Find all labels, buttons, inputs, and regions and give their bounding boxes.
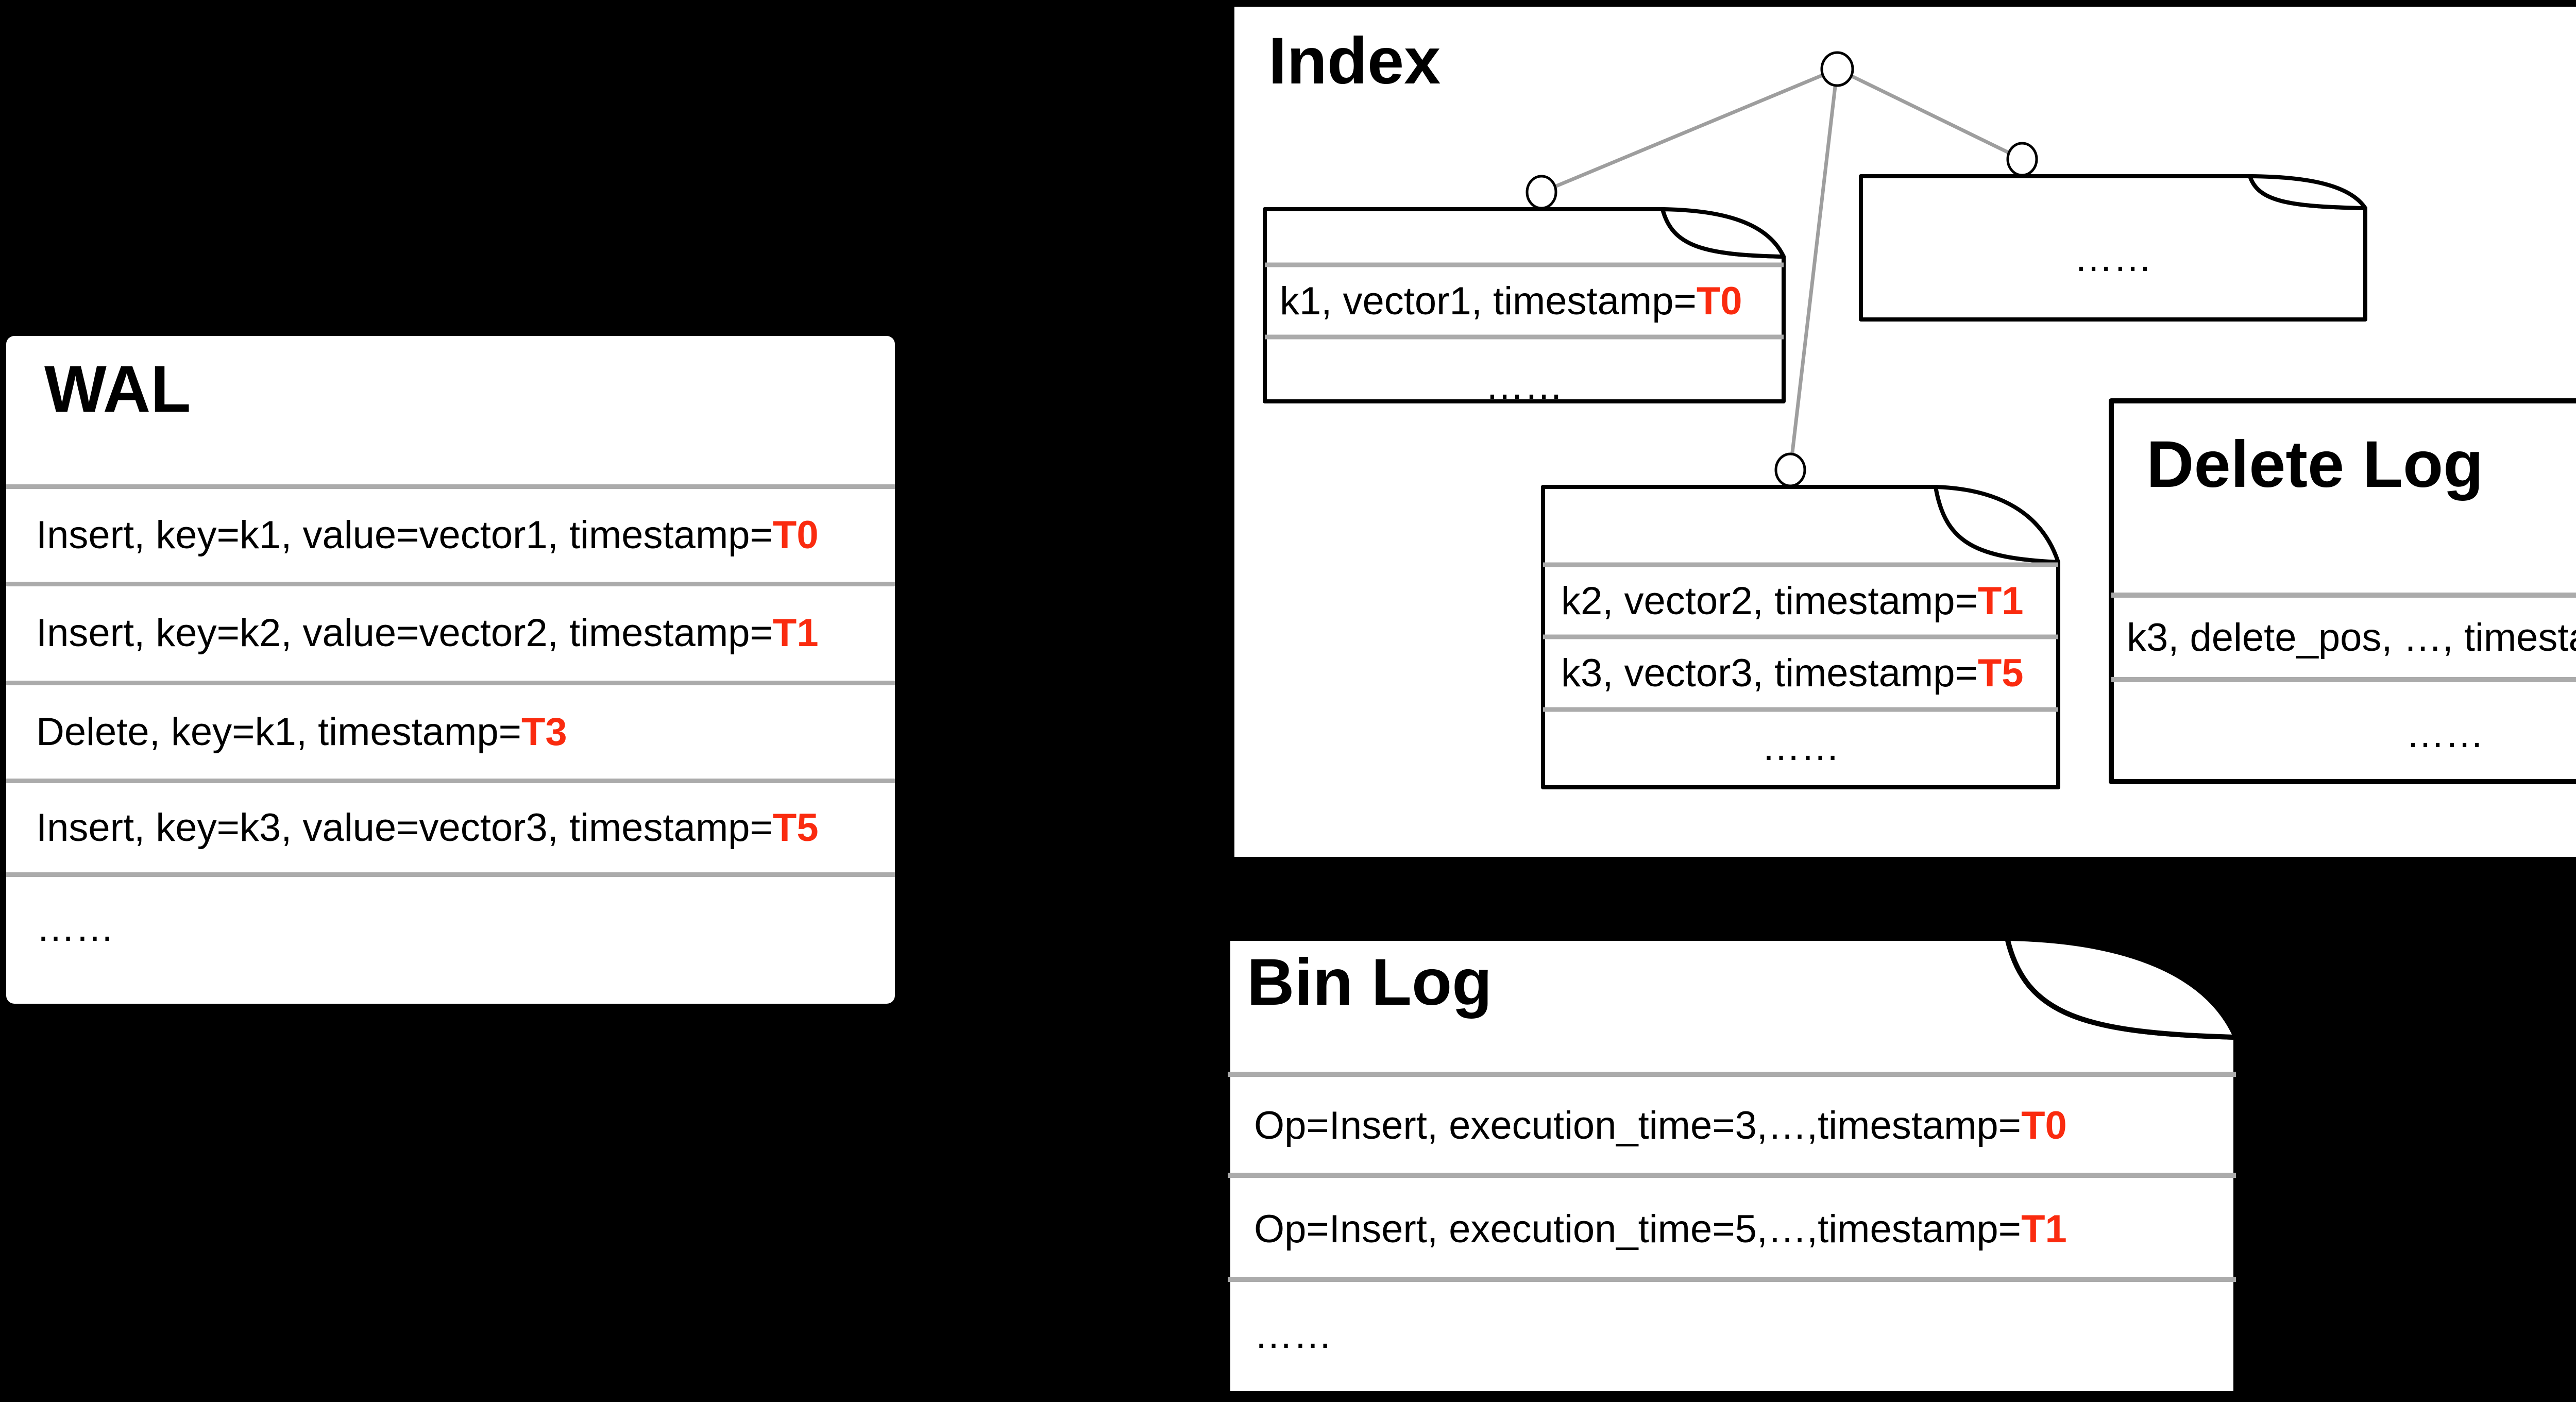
wal-separator [6, 484, 895, 489]
bin-log-title: Bin Log [1247, 945, 1493, 1019]
wal-separator [6, 779, 895, 783]
bin-log-row: Op=Insert, execution_time=3,…,timestamp=… [1254, 1087, 2228, 1164]
bin-log-row-text: …… [1254, 1312, 1332, 1357]
wal-row-text: Delete, key=k1, timestamp= [36, 710, 521, 754]
wal-row-timestamp: T1 [772, 611, 819, 655]
segment1-row: …… [1265, 347, 1784, 424]
segment-row-timestamp: T0 [1696, 279, 1742, 323]
wal-row-timestamp: T0 [772, 513, 819, 557]
segment3-row: k2, vector2, timestamp=T1 [1561, 562, 2045, 639]
wal-box [6, 336, 895, 1004]
segment1-row: k1, vector1, timestamp=T0 [1280, 262, 1769, 340]
wal-row: Delete, key=k1, timestamp=T3 [36, 693, 881, 770]
segment-row-text: k2, vector2, timestamp= [1561, 579, 1978, 623]
index-tree [1526, 51, 2038, 487]
segment-row-text: k3, vector3, timestamp= [1561, 651, 1978, 695]
segment-row-text: …… [1761, 724, 1840, 769]
tree-edge [1788, 69, 1839, 470]
tree-node-icon [1526, 175, 1557, 210]
segment-row-text: …… [1485, 363, 1564, 408]
wal-row-text: Insert, key=k3, value=vector3, timestamp… [36, 805, 773, 850]
wal-row: Insert, key=k1, value=vector1, timestamp… [36, 496, 881, 573]
wal-row-text: Insert, key=k2, value=vector2, timestamp… [36, 611, 773, 655]
bin-log-row-timestamp: T0 [2021, 1103, 2067, 1147]
index-title: Index [1268, 24, 1441, 98]
wal-row-timestamp: T3 [521, 710, 567, 754]
segment3-document-shape [1541, 485, 2060, 789]
segment2-document-shape [1859, 174, 2367, 322]
wal-row: …… [36, 889, 881, 966]
tree-node-icon [2006, 142, 2038, 177]
delete-log-row: k3, delete_pos, …, timestamp=T3 [2127, 599, 2576, 676]
wal-row-text: Insert, key=k1, value=vector1, timestamp… [36, 513, 773, 557]
wal-separator [6, 872, 895, 877]
wal-separator [6, 582, 895, 586]
wal-row: Insert, key=k2, value=vector2, timestamp… [36, 594, 881, 671]
bin-log-row-text: Op=Insert, execution_time=3,…,timestamp= [1254, 1103, 2022, 1147]
wal-row-text: …… [36, 905, 114, 950]
bin-log-row: Op=Insert, execution_time=5,…,timestamp=… [1254, 1190, 2228, 1268]
delete-log-row: …… [2111, 695, 2576, 772]
delete-log-title: Delete Log [2146, 428, 2484, 501]
delete-log-document-shape [2109, 398, 2576, 784]
delete-log-row-text: …… [2405, 712, 2484, 756]
tree-edge [1540, 67, 1838, 194]
segment-row-timestamp: T5 [1977, 651, 2024, 695]
tree-node-icon [1820, 51, 1854, 87]
bin-log-row-timestamp: T1 [2021, 1207, 2067, 1251]
segment-row-timestamp: T1 [1977, 579, 2024, 623]
segment3-row: k3, vector3, timestamp=T5 [1561, 634, 2045, 712]
bin-log-row-text: Op=Insert, execution_time=5,…,timestamp= [1254, 1207, 2022, 1251]
wal-separator [6, 681, 895, 685]
wal-row-timestamp: T5 [772, 805, 819, 850]
tree-node-icon [1774, 452, 1806, 487]
wal-title: WAL [44, 352, 191, 426]
delete-log-row-text: k3, delete_pos, …, timestamp= [2127, 615, 2576, 660]
segment2-row: …… [1861, 219, 2365, 296]
bin-log-row: …… [1254, 1296, 2228, 1373]
segment-row-text: …… [2074, 235, 2153, 280]
segment3-row: …… [1543, 708, 2058, 785]
tree-edge [1836, 67, 2023, 161]
bin-log-document-shape [1225, 936, 2239, 1396]
segment-row-text: k1, vector1, timestamp= [1280, 279, 1697, 323]
segment1-document-shape [1263, 207, 1786, 403]
wal-row: Insert, key=k3, value=vector3, timestamp… [36, 789, 881, 866]
